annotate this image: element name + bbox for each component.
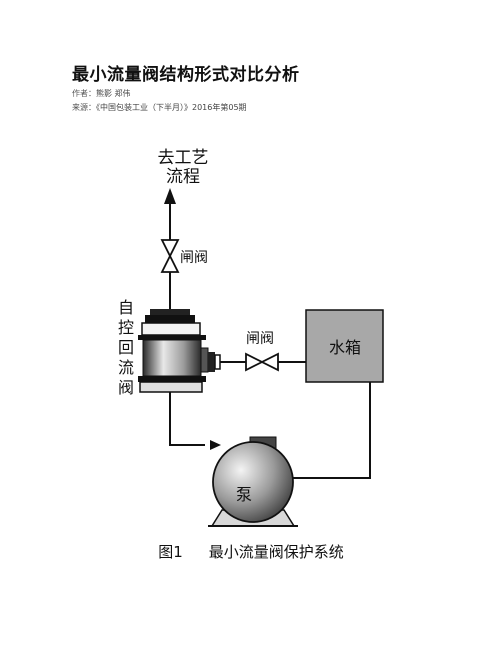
check-valve-label-char-4: 流 [118,358,134,377]
article-title: 最小流量阀结构形式对比分析 [72,65,300,85]
author-names: 熊影 郑伟 [96,89,131,98]
process-label-line2: 流程 [166,167,200,187]
tank-label: 水箱 [329,338,361,357]
side-gate-valve-left [245,352,265,372]
side-gate-valve-right [259,352,279,372]
figure-number: 图1 [158,543,183,561]
source-text: 《中国包装工业（下半月）》2016年第05期 [96,103,247,112]
top-valve-label: 闸阀 [180,250,208,266]
figure-caption-text: 最小流量阀保护系统 [208,543,344,561]
source-label: 来源： [72,103,96,112]
article-source: 来源：《中国包装工业（下半月）》2016年第05期 [72,102,247,113]
recirculation-valve [138,309,221,393]
check-valve-label: 自 控 回 流 阀 [118,298,134,397]
article-author: 作者：熊影 郑伟 [72,88,131,99]
top-gate-valve-upper [160,239,180,259]
water-tank [305,309,384,383]
figure-caption: 图1 最小流量阀保护系统 [0,541,502,562]
check-valve-label-char-1: 自 [118,298,134,317]
pipe-pump-to-valve [169,392,205,446]
check-valve-label-char-2: 控 [118,318,134,337]
side-valve-label: 闸阀 [246,331,274,347]
pump [208,436,298,527]
check-valve-label-char-5: 阀 [118,378,134,397]
author-label: 作者： [72,89,96,98]
outlet-arrow [164,188,176,204]
process-label-line1: 去工艺 [158,148,209,168]
pump-label: 泵 [236,485,252,504]
check-valve-label-char-3: 回 [118,338,134,357]
pump-outlet-arrow [210,440,221,450]
top-gate-valve-lower [160,253,180,273]
